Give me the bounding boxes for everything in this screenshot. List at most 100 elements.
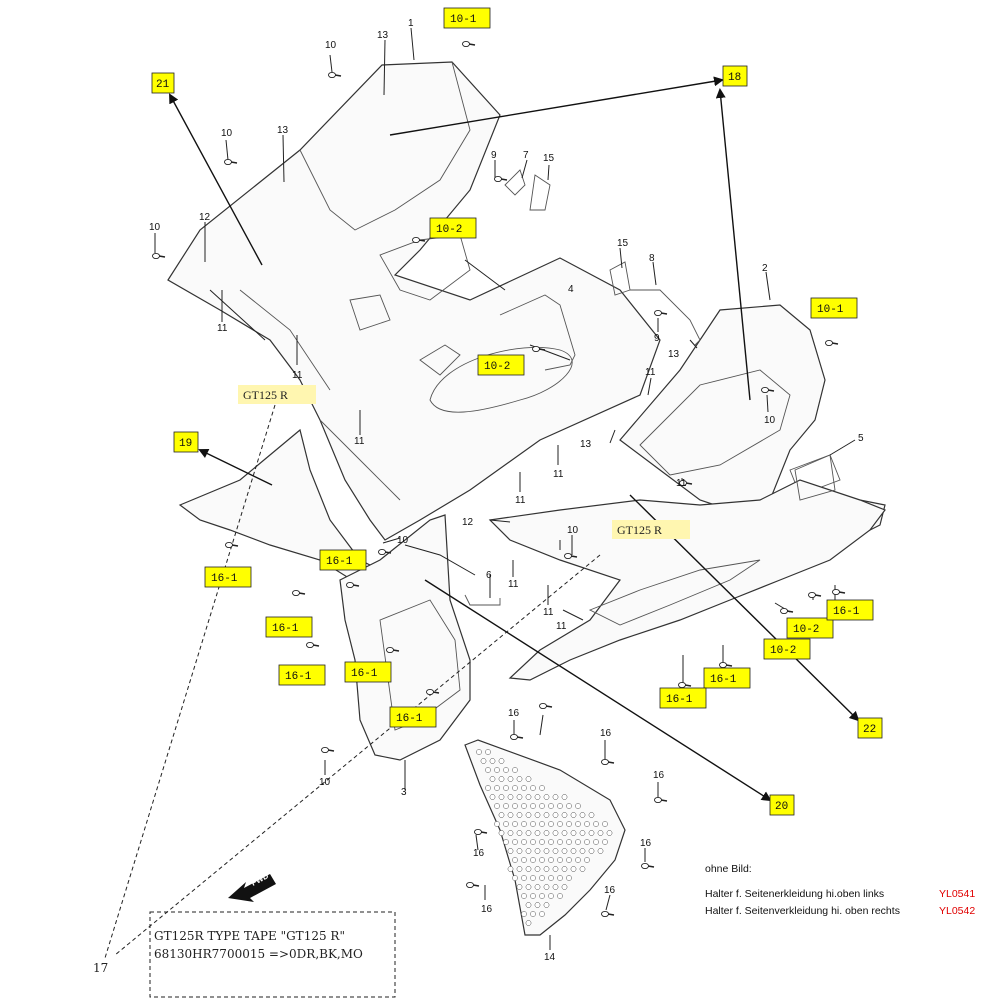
mesh-hole: [530, 785, 536, 791]
mesh-hole: [548, 875, 554, 881]
mesh-hole: [525, 866, 532, 872]
mesh-hole: [539, 911, 545, 917]
screw-icon: [152, 252, 166, 260]
gt125r-tag-right: GT125 R: [612, 520, 690, 539]
svg-text:10-2: 10-2: [770, 645, 796, 657]
mesh-hole: [494, 821, 500, 827]
mesh-pattern: [476, 749, 613, 926]
mesh-hole: [489, 758, 496, 764]
mesh-hole: [566, 857, 572, 863]
screw-icon: [679, 479, 693, 487]
svg-text:13: 13: [580, 439, 592, 450]
mesh-hole: [566, 803, 572, 809]
screw-icon: [386, 646, 400, 654]
mesh-hole: [557, 875, 563, 881]
mesh-hole: [575, 839, 581, 845]
mesh-hole: [530, 839, 536, 845]
svg-text:20: 20: [775, 801, 788, 813]
svg-text:10: 10: [221, 128, 233, 139]
mesh-hole: [498, 776, 505, 782]
mesh-hole: [476, 749, 482, 755]
svg-text:14: 14: [544, 952, 556, 963]
mesh-hole: [539, 803, 545, 809]
mesh-hole: [566, 875, 572, 881]
mesh-hole: [543, 830, 550, 836]
mesh-hole: [588, 830, 595, 836]
mesh-hole: [543, 884, 550, 890]
svg-text:11: 11: [508, 579, 519, 590]
leader-lines: [154, 27, 856, 950]
mesh-hole: [539, 857, 545, 863]
mesh-hole: [584, 821, 590, 827]
mesh-hole: [548, 857, 554, 863]
fwd-arrow-icon: FWD: [228, 871, 276, 902]
screw-icon: [601, 910, 615, 918]
mesh-hole: [570, 866, 577, 872]
svg-text:15: 15: [543, 153, 555, 164]
svg-text:15: 15: [617, 238, 629, 249]
mesh-hole: [557, 893, 563, 899]
mesh-hole: [543, 848, 550, 854]
svg-text:11: 11: [645, 367, 656, 378]
svg-text:3: 3: [401, 787, 407, 798]
callout-18: 18: [722, 65, 748, 87]
svg-text:16-1: 16-1: [285, 671, 312, 683]
mesh-hole: [602, 821, 608, 827]
screw-icon: [832, 588, 846, 596]
mesh-hole: [507, 830, 514, 836]
legend-row-2-text: Halter f. Seitenverkleidung hi. oben rec…: [705, 905, 900, 917]
gt125r-tag-left: GT125 R: [238, 385, 316, 404]
svg-text:10: 10: [149, 222, 161, 233]
svg-text:GT125 R: GT125 R: [617, 523, 662, 537]
svg-text:9: 9: [491, 150, 497, 161]
mesh-hole: [530, 803, 536, 809]
mesh-hole: [552, 794, 559, 800]
svg-text:16: 16: [481, 904, 493, 915]
mesh-hole: [521, 875, 527, 881]
mesh-hole: [498, 830, 505, 836]
mesh-hole: [525, 884, 532, 890]
legend-row-1-text: Halter f. Seitenerkleidung hi.oben links: [705, 888, 885, 900]
screw-icon: [719, 661, 733, 669]
mesh-hole: [597, 848, 604, 854]
svg-text:4: 4: [568, 284, 574, 295]
mesh-hole: [552, 848, 559, 854]
bracket-7: [504, 169, 526, 196]
mesh-hole: [593, 839, 599, 845]
svg-text:10-1: 10-1: [817, 304, 844, 316]
svg-text:6: 6: [486, 570, 492, 581]
callout-16-1: 16-1: [344, 661, 392, 683]
mesh-hole: [539, 875, 545, 881]
mesh-hole: [566, 839, 572, 845]
svg-text:12: 12: [199, 212, 211, 223]
mesh-hole: [530, 911, 536, 917]
mesh-hole: [557, 821, 563, 827]
mesh-hole: [561, 794, 568, 800]
mesh-hole: [521, 839, 527, 845]
mesh-hole: [485, 767, 491, 773]
svg-text:16-1: 16-1: [351, 668, 378, 680]
mesh-hole: [512, 785, 518, 791]
svg-text:GT125 R: GT125 R: [243, 388, 288, 402]
callout-21: 21: [151, 72, 175, 94]
mesh-hole: [525, 776, 532, 782]
screw-icon: [825, 339, 839, 347]
svg-text:10: 10: [567, 525, 579, 536]
mesh-hole: [480, 758, 487, 764]
svg-text:10: 10: [319, 777, 331, 788]
screw-icon: [780, 607, 794, 615]
mesh-hole: [570, 830, 577, 836]
callout-10-2: 10-2: [763, 638, 811, 660]
screw-icon: [426, 688, 440, 696]
part-1-upper-cowl: [167, 61, 661, 541]
mesh-hole: [489, 794, 496, 800]
mesh-hole: [512, 857, 518, 863]
mesh-hole: [543, 812, 550, 818]
callout-10-1: 10-1: [443, 7, 491, 29]
callout-16-1: 16-1: [204, 566, 252, 588]
callout-16-1: 16-1: [389, 706, 437, 728]
bracket-8: [630, 289, 701, 346]
mesh-hole: [534, 902, 541, 908]
